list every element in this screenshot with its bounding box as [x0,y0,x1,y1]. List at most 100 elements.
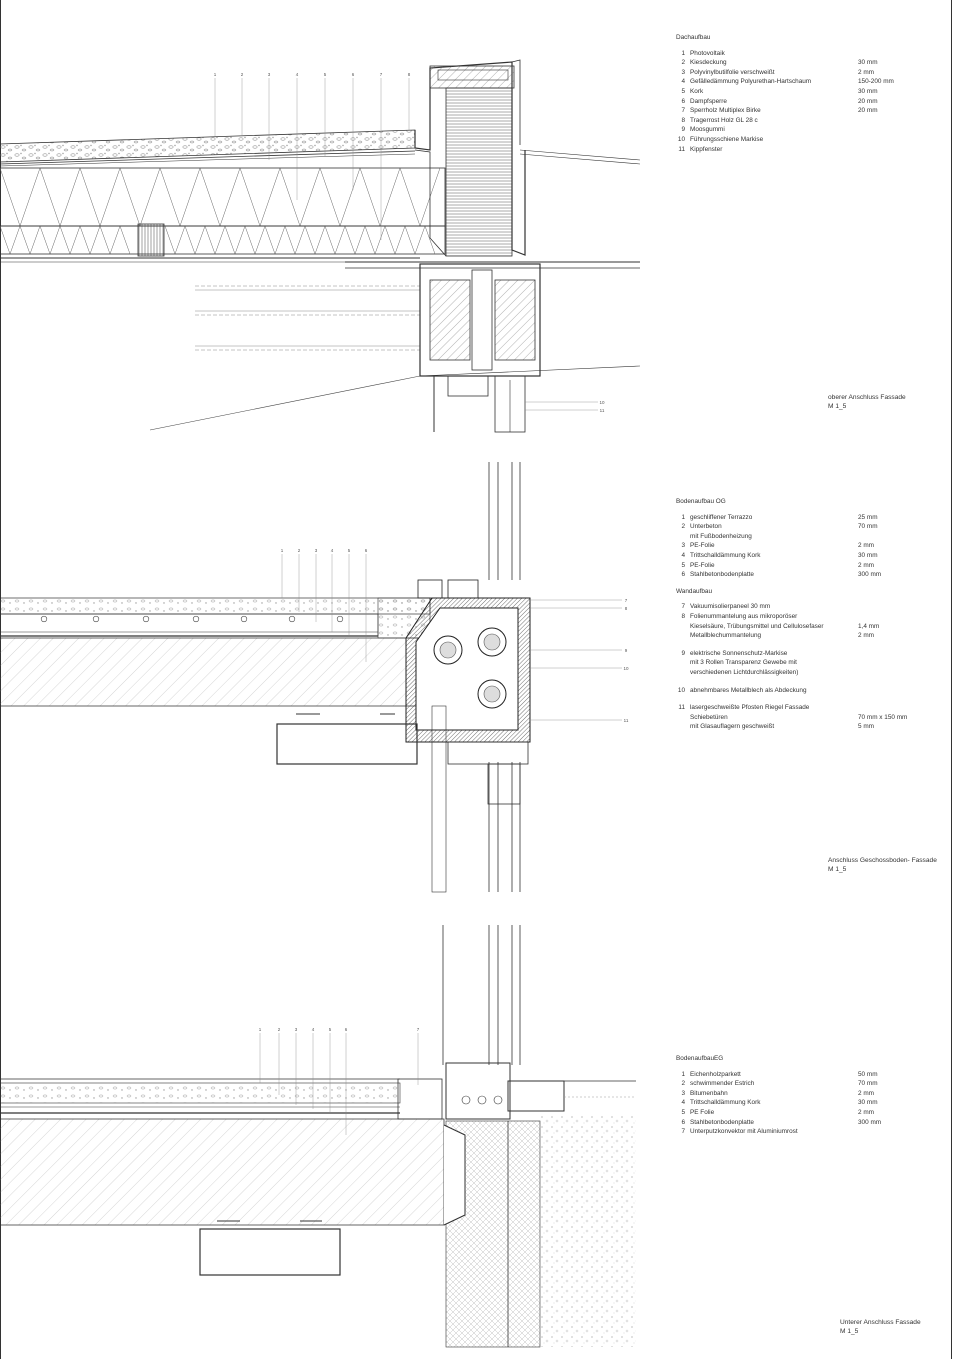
truss-layer [0,223,446,257]
legend-row: Kieselsäure, Trübungsmittel und Cellulos… [676,622,936,632]
roof-legend-title: Dachaufbau [676,34,711,41]
og-callout-4: 4 [331,548,334,553]
og-callout-6: 6 [365,548,368,553]
legend-number: 2 [681,59,685,67]
legend-number: 3 [681,542,685,550]
callout-leaders [214,78,598,411]
legend-number: 10 [677,135,685,143]
eg-facade-base [443,925,636,1348]
legend-text: Metallblechummantelung [690,632,762,640]
legend-number: 5 [681,561,685,569]
eg-callout-3: 3 [295,1027,298,1032]
og-callout-8: 8 [625,606,628,611]
legend-value: 2 mm [858,1108,874,1116]
og-callout-7: 7 [625,598,628,603]
steel-beam [345,261,641,377]
legend-number: 9 [681,126,685,134]
legend-number: 10 [677,686,685,694]
legend-number: 1 [681,513,685,521]
callout-5: 5 [324,72,327,77]
floor-eg-caption-scale: M 1_5 [840,1327,859,1335]
floor-og-caption-title: Anschluss Geschossboden- Fassade [828,857,937,864]
legend-value: 300 mm [858,1118,882,1126]
convector-box [276,713,418,765]
legend-row: verschiedenen Lichtdurchlässigkeiten) [676,668,936,678]
floor-og-legend-title: Bodenaufbau OG [676,498,726,505]
legend-text: PE-Folie [690,542,715,550]
callout-leaders-og [281,554,622,721]
gravel-layer [0,129,416,167]
og-callout-1: 1 [281,548,284,553]
callout-numbers: 1 2 3 4 5 6 7 8 10 11 [214,72,605,413]
eg-callout-5: 5 [329,1027,332,1032]
legend-number: 2 [681,1080,685,1088]
legend-text: abnehmbares Metallblech als Abdeckung [690,686,807,694]
legend-number: 7 [681,603,685,611]
floor-og-caption-scale: M 1_5 [828,865,847,873]
legend-number: 8 [681,116,685,124]
callout-7: 7 [380,72,383,77]
legend-value: 2 mm [858,632,874,640]
og-callout-10: 10 [623,666,629,671]
soil [540,1115,636,1347]
legend-value: 2 mm [858,1089,874,1097]
legend-gap [676,641,936,649]
legend-value: 1,4 mm [858,622,880,630]
legend-text: Moosgummi [690,126,725,134]
floor-eg-legend-title: BodenaufbauEG [676,1055,724,1062]
legend-row: mit 3 Rollen Transparenz Gewebe mit [676,658,936,668]
roof-caption: oberer Anschluss Fassade M 1_5 [828,394,906,411]
eg-callout-1: 1 [259,1027,262,1032]
callout-1: 1 [214,72,217,77]
legend-number: 6 [681,571,685,579]
legend-text: mit Fußbodenheizung [690,532,752,540]
legend-text: elektrische Sonnenschutz-Markise [690,649,788,657]
legend-text: geschliffener Terrazzo [690,513,753,521]
legend-value: 30 mm [858,1099,878,1107]
legend-value: 2 mm [858,561,874,569]
legend-text: Kiesdeckung [690,59,727,67]
og-callout-9: 9 [625,648,628,653]
legend-text: Trittschalldämmung Kork [690,1099,761,1107]
legend-text: Stahlbetonbodenplatte [690,1118,754,1126]
legend-number: 11 [678,145,685,153]
legend-value: 300 mm [858,571,882,579]
roof-caption-scale: M 1_5 [828,402,847,410]
legend-text: Tragerrost Holz GL 28 c [690,116,758,124]
legend-gap [676,678,936,686]
legend-number: 7 [681,1128,685,1136]
legend-text: mit 3 Rollen Transparenz Gewebe mit [690,659,797,667]
legend-value: 70 mm x 150 mm [858,713,908,721]
eg-callout-4: 4 [312,1027,315,1032]
legend-row: 9 Moosgummi [676,125,936,135]
legend-number: 11 [678,704,685,712]
callout-8: 8 [408,72,411,77]
legend-text: Bitumenbahn [690,1089,728,1097]
wall-legend-title: Wandaufbau [676,587,713,595]
legend-text: Trittschalldämmung Kork [690,551,761,559]
legend-value: 70 mm [858,523,878,531]
callout-2: 2 [241,72,244,77]
callout-6: 6 [352,72,355,77]
eg-convector-box [199,1220,341,1276]
legend-value: 70 mm [858,1080,878,1088]
